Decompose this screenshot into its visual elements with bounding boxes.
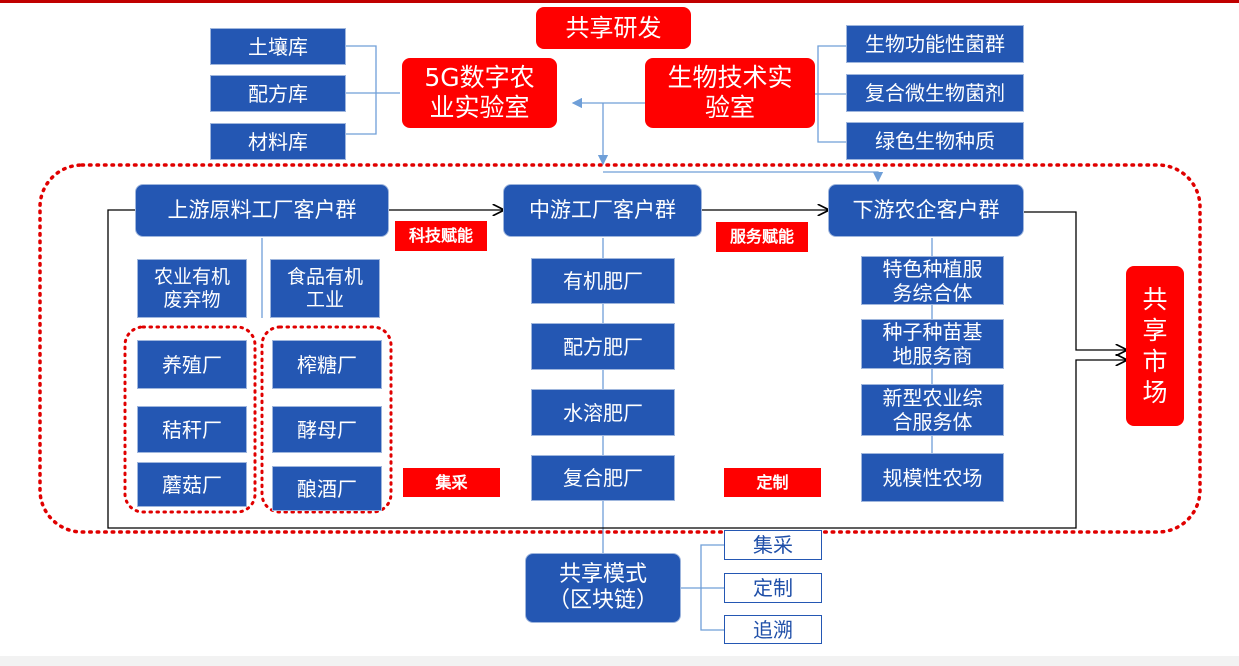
down-client: 新型农业综 合服务体: [861, 384, 1004, 436]
library-item: 配方库: [210, 75, 346, 112]
category-food-industry: 食品有机 工业: [270, 259, 380, 318]
upstream-title: 上游原料工厂客户群: [135, 184, 389, 237]
tech-enable-tag: 科技赋能: [395, 221, 487, 251]
factory-a: 蘑菇厂: [137, 462, 247, 507]
group-a-boundary: [123, 325, 257, 514]
group-b-boundary: [260, 325, 393, 514]
factory-b: 酿酒厂: [272, 466, 382, 511]
lab-5g: 5G数字农 业实验室: [402, 58, 557, 128]
factory-a: 秸秆厂: [137, 406, 247, 453]
bio-item: 绿色生物种质: [846, 122, 1024, 160]
bio-item: 生物功能性菌群: [846, 25, 1024, 63]
library-item: 土壤库: [210, 28, 346, 65]
bio-item: 复合微生物菌剂: [846, 74, 1024, 112]
bottom-bar: [0, 656, 1239, 666]
shared-market: 共 享 市 场: [1126, 266, 1184, 426]
mid-factory: 复合肥厂: [531, 455, 675, 501]
factory-b: 酵母厂: [272, 406, 382, 453]
ecosystem-boundary: [38, 163, 1202, 534]
down-client: 特色种植服 务综合体: [861, 256, 1004, 305]
mode-item: 集采: [724, 530, 822, 560]
mid-factory: 有机肥厂: [531, 258, 675, 304]
shared-mode: 共享模式 （区块链）: [525, 553, 681, 623]
factory-b: 榨糖厂: [272, 340, 382, 389]
service-enable-tag: 服务赋能: [716, 222, 808, 252]
category-agri-waste: 农业有机 废弃物: [137, 259, 247, 318]
dingzhi-tag: 定制: [724, 468, 821, 497]
mid-factory: 配方肥厂: [531, 323, 675, 370]
down-client: 种子种苗基 地服务商: [861, 319, 1004, 369]
shared-rd-label: 共享研发: [536, 7, 691, 49]
factory-a: 养殖厂: [137, 340, 247, 389]
top-rule: [0, 0, 1239, 3]
down-client: 规模性农场: [861, 453, 1004, 502]
mid-factory: 水溶肥厂: [531, 389, 675, 436]
jicai-tag: 集采: [403, 468, 500, 497]
lab-bio: 生物技术实 验室: [645, 58, 815, 128]
midstream-title: 中游工厂客户群: [503, 184, 702, 237]
downstream-title: 下游农企客户群: [828, 184, 1024, 237]
mode-item: 定制: [724, 573, 822, 603]
mode-item: 追溯: [724, 615, 822, 644]
library-item: 材料库: [210, 123, 346, 160]
